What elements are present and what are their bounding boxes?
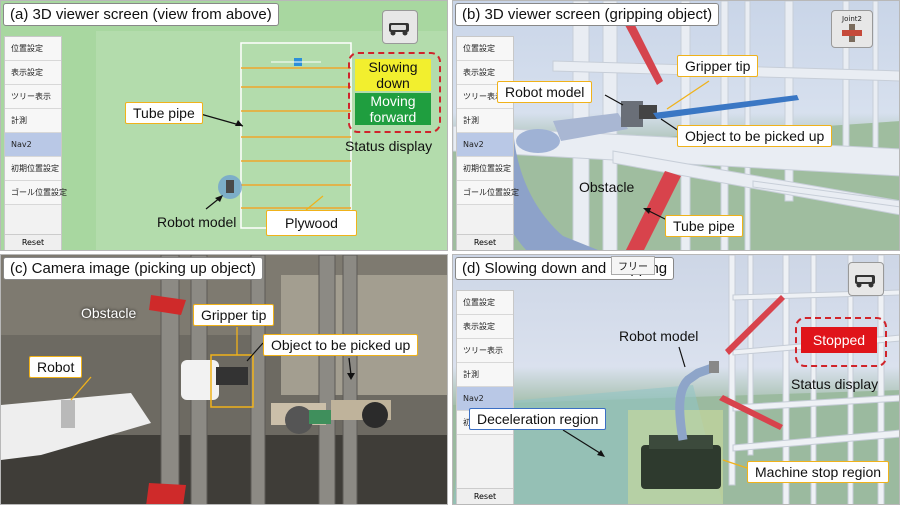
status-display-label: Status display <box>791 376 879 392</box>
side-menu-a: 位置設定 表示設定 ツリー表示 計測 Nav2 初期位置設定 ゴール位置設定 R… <box>4 36 67 250</box>
panel-a-top-view: (a) 3D viewer screen (view from above) 位… <box>0 0 448 251</box>
robot-icon <box>389 23 409 36</box>
red-obstacle-pipe <box>625 171 681 250</box>
menu-item-nav2[interactable]: Nav2 <box>457 133 513 157</box>
robot-view-button[interactable] <box>382 10 418 44</box>
object-callout: Object to be picked up <box>263 334 419 356</box>
gripper-highlight-box <box>210 354 254 408</box>
joint2-button[interactable]: Joint2 <box>831 10 873 48</box>
gripper-tip-callout: Gripper tip <box>677 55 759 77</box>
robot-model-label: Robot model <box>619 328 699 344</box>
status-display-label: Status display <box>345 138 433 154</box>
robot-model-label: Robot model <box>157 214 237 230</box>
panel-b-title: (b) 3D viewer screen (gripping object) <box>455 3 720 26</box>
pipe-objects <box>271 400 391 434</box>
machine-stop-callout: Machine stop region <box>747 461 890 483</box>
menu-item-display[interactable]: 表示設定 <box>457 315 513 339</box>
status-slowing: Slowing down <box>355 59 431 91</box>
camera-scene <box>1 255 447 504</box>
reset-button[interactable]: Reset <box>5 234 61 250</box>
joint2-label: Joint2 <box>842 15 862 23</box>
crawler-robot-model <box>641 361 721 489</box>
plywood-callout: Plywood <box>266 210 357 236</box>
tube-pipe-callout: Tube pipe <box>125 102 203 124</box>
tube-pipe-callout: Tube pipe <box>665 215 743 237</box>
menu-item-nav2[interactable]: Nav2 <box>457 387 513 411</box>
obstacle-label: Obstacle <box>81 305 137 321</box>
menu-item-position[interactable]: 位置設定 <box>5 37 61 61</box>
obstacle-label: Obstacle <box>579 179 635 195</box>
menu-item-initial-pos[interactable]: 初期位置設定 <box>5 157 61 181</box>
robot-icon <box>855 275 875 288</box>
menu-item-tree[interactable]: ツリー表示 <box>5 85 61 109</box>
side-menu-d: 位置設定 表示設定 ツリー表示 計測 Nav2 初期位置設定 Reset <box>456 290 514 504</box>
menu-item-measure[interactable]: 計測 <box>457 363 513 387</box>
robot-model-callout: Robot model <box>497 81 593 103</box>
menu-item-position[interactable]: 位置設定 <box>457 291 513 315</box>
menu-item-measure[interactable]: 計測 <box>457 109 513 133</box>
panel-c-camera-image: (c) Camera image (picking up object) Obs… <box>0 254 448 505</box>
panel-c-title: (c) Camera image (picking up object) <box>3 257 263 280</box>
scaffold-pipes-d <box>728 255 899 504</box>
menu-item-tree[interactable]: ツリー表示 <box>457 339 513 363</box>
stopping-scene <box>453 255 899 504</box>
joint-icon <box>842 24 862 42</box>
gripping-scene <box>453 1 899 250</box>
status-moving-text: Moving forward <box>369 93 417 125</box>
free-tab[interactable]: フリー <box>611 256 655 275</box>
robot-arm-model <box>491 101 657 250</box>
menu-item-display[interactable]: 表示設定 <box>5 61 61 85</box>
panel-a-title: (a) 3D viewer screen (view from above) <box>3 3 279 26</box>
status-slowing-text: Slowing down <box>368 59 418 91</box>
menu-item-goal-pos[interactable]: ゴール位置設定 <box>457 181 519 205</box>
status-display-frame <box>348 52 441 133</box>
status-stopped: Stopped <box>801 327 877 353</box>
robot-callout: Robot <box>29 356 83 378</box>
menu-item-goal-pos[interactable]: ゴール位置設定 <box>5 181 67 205</box>
status-moving: Moving forward <box>355 93 431 125</box>
side-menu-b: 位置設定 表示設定 ツリー表示 計測 Nav2 初期位置設定 ゴール位置設定 R… <box>456 36 519 250</box>
menu-item-measure[interactable]: 計測 <box>5 109 61 133</box>
reset-button[interactable]: Reset <box>457 488 513 504</box>
panel-d-slowing-stopping: (d) Slowing down and stopping フリー 位置設定 表… <box>452 254 900 505</box>
object-callout: Object to be picked up <box>677 125 833 147</box>
tube-pipes <box>241 67 351 209</box>
gripper-tip-callout: Gripper tip <box>193 304 275 326</box>
menu-item-nav2[interactable]: Nav2 <box>5 133 61 157</box>
status-display-frame <box>795 317 887 367</box>
menu-item-position[interactable]: 位置設定 <box>457 37 513 61</box>
menu-item-initial-pos[interactable]: 初期位置設定 <box>457 157 513 181</box>
object-to-pick <box>653 95 799 119</box>
panel-b-gripping-view: (b) 3D viewer screen (gripping object) 位… <box>452 0 900 251</box>
deceleration-region-callout: Deceleration region <box>469 408 607 430</box>
reset-button[interactable]: Reset <box>457 234 513 250</box>
robot-view-button[interactable] <box>848 262 884 296</box>
robot-arm-photo <box>1 360 248 460</box>
red-object-top <box>625 21 663 85</box>
